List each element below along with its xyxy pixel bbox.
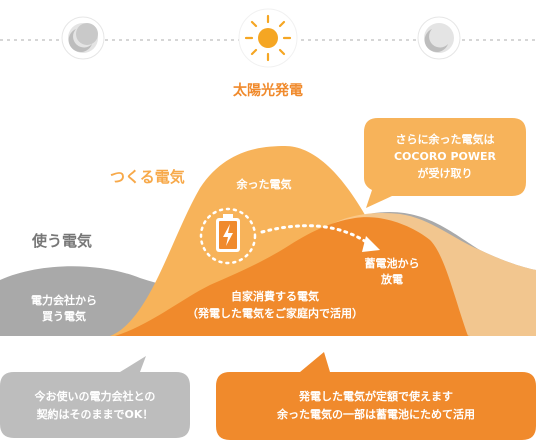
- discharge-arrowhead: [362, 236, 380, 252]
- grid-purchase-line1: 電力会社から: [31, 294, 97, 307]
- self-consumption-label: 自家消費する電気 （発電した電気をご家庭内で活用）: [160, 288, 390, 322]
- bottom-right-bubble-text: 発電した電気が定額で使えます 余った電気の一部は蓄電池にためて活用: [216, 388, 536, 424]
- bottom-right-bubble-shape: [216, 352, 536, 440]
- solar-label: 太陽光発電: [233, 83, 303, 99]
- bottom-left-line1: 今お使いの電力会社との: [34, 390, 156, 403]
- self-consumption-line2: （発電した電気をご家庭内で活用）: [187, 307, 363, 320]
- cocoro-bubble-shape: [364, 118, 526, 208]
- moon-icon-right: [417, 16, 461, 60]
- bottom-left-bubble-shape: [0, 356, 190, 438]
- discharge-arrow: [260, 224, 374, 248]
- battery-discharge-line1: 蓄電池から: [364, 257, 420, 270]
- battery-discharge-line2: 放電: [381, 273, 403, 286]
- bottom-right-line1: 発電した電気が定額で使えます: [299, 390, 453, 403]
- sun-icon: [238, 8, 298, 68]
- grid-purchase-line2: 買う電気: [42, 310, 86, 323]
- bottom-left-line2: 契約はそのままでOK！: [36, 408, 154, 421]
- bottom-left-bubble-text: 今お使いの電力会社との 契約はそのままでOK！: [0, 388, 190, 424]
- surplus-electricity-label: 余った電気: [236, 178, 292, 191]
- cocoro-line3: が受け取り: [417, 167, 473, 180]
- generated-electricity-label: つくる電気: [110, 168, 185, 186]
- battery-discharge-label: 蓄電池から 放電: [352, 256, 432, 288]
- grid-purchase-label: 電力会社から 買う電気: [14, 293, 114, 325]
- battery-dotted-ring: [199, 207, 257, 265]
- battery-charging-icon: [216, 214, 240, 252]
- used-electricity-label: 使う電気: [32, 232, 93, 250]
- self-consumption-line1: 自家消費する電気: [231, 290, 319, 303]
- bottom-right-line2: 余った電気の一部は蓄電池にためて活用: [277, 408, 475, 421]
- moon-icon-left: [61, 16, 105, 60]
- cocoro-line1: さらに余った電気は: [395, 133, 495, 146]
- self-consumption-area: [115, 217, 468, 336]
- cocoro-bubble-text: さらに余った電気は COCORO POWER が受け取り: [364, 131, 526, 182]
- cocoro-line2: COCORO POWER: [393, 150, 497, 163]
